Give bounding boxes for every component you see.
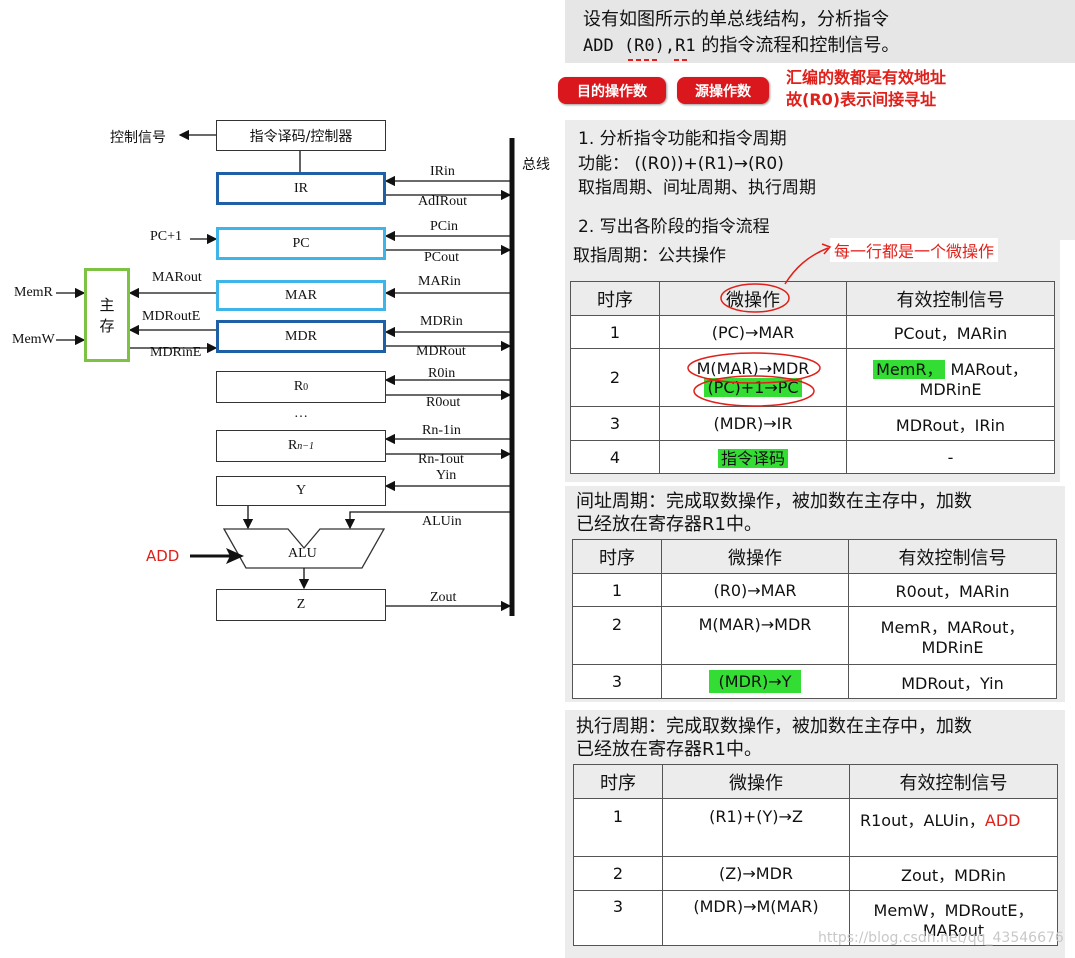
col-header-seq: 时序 <box>572 539 662 574</box>
register-y: Y <box>216 476 386 506</box>
table-row: 1 (PC)→MAR PCout，MARin <box>570 315 1055 349</box>
signal-rn-1in: Rn-1in <box>422 423 461 438</box>
alu-label: ALU <box>288 546 317 561</box>
col-header-seq: 时序 <box>573 764 663 799</box>
section2-title: 2. 写出各阶段的指令流程 <box>578 217 770 237</box>
fetch-table: 时序 微操作 有效控制信号 1 (PC)→MAR PCout，MARin 2 M… <box>570 281 1055 474</box>
main-memory-box: 主 存 <box>84 268 130 362</box>
table-row: 2 M(MAR)→MDR (PC)+1→PC MemR， MARout， MDR… <box>570 348 1055 407</box>
signal-mdroute: MDRoutE <box>142 309 201 324</box>
section1-function: 功能： ((R0))+(R1)→(R0) <box>578 154 784 174</box>
memr-label: MemR <box>14 285 53 300</box>
fetch-title: 取指周期：公共操作 <box>573 246 726 266</box>
col-header-seq: 时序 <box>570 281 660 316</box>
section1-cycles: 取指周期、间址周期、执行周期 <box>578 178 816 198</box>
signal-yin: Yin <box>436 468 457 483</box>
annotation-marks <box>687 243 832 407</box>
execute-title-2: 已经放在寄存器R1中。 <box>576 739 762 760</box>
col-header-op: 微操作 <box>659 281 847 316</box>
col-header-sig: 有效控制信号 <box>848 539 1057 574</box>
header-line2: ADD (R0),R1 的指令流程和控制信号。 <box>583 35 900 56</box>
add-signal: ADD <box>984 811 1021 830</box>
bus-label: 总线 <box>522 157 550 173</box>
signal-irin: IRin <box>430 164 455 179</box>
register-mdr: MDR <box>216 320 386 353</box>
execute-title-1: 执行周期：完成取数操作，被加数在主存中，加数 <box>576 716 972 737</box>
table-row: 3 (MDR)→M(MAR) MemW，MDRoutE， MARout <box>573 890 1058 946</box>
signal-mdrine: MDRinE <box>150 345 202 360</box>
single-bus-diagram: 总线 控制信号 指令译码/控制器 IR IRin AdIRout PC+1 PC… <box>0 108 560 648</box>
indirect-table: 时序 微操作 有效控制信号 1 (R0)→MAR R0out，MARin 2 M… <box>572 539 1057 699</box>
signal-pcout: PCout <box>424 250 460 265</box>
signal-aluin: ALUin <box>422 514 462 529</box>
register-z: Z <box>216 589 386 621</box>
highlight: (MDR)→Y <box>708 670 802 693</box>
signal-mdrin: MDRin <box>420 314 463 329</box>
register-mar: MAR <box>216 280 386 311</box>
instruction-text: ADD (R0),R1 <box>583 36 696 56</box>
col-header-op: 微操作 <box>662 764 850 799</box>
table-row: 3 (MDR)→Y MDRout，Yin <box>572 664 1057 699</box>
control-signal-label: 控制信号 <box>110 130 166 146</box>
indirect-title-2: 已经放在寄存器R1中。 <box>576 514 762 535</box>
decoder-controller-box: 指令译码/控制器 <box>216 120 386 151</box>
highlight: 指令译码 <box>717 449 788 468</box>
annotation-label: 每一行都是一个微操作 <box>830 238 999 262</box>
table-row: 2 M(MAR)→MDR MemR，MARout， MDRinE <box>572 606 1057 665</box>
table-row: 3 (MDR)→IR MDRout，IRin <box>570 406 1055 441</box>
table-row: 1 (R1)+(Y)→Z R1out，ALUin，ADD <box>573 798 1058 857</box>
diagram-wires <box>56 129 515 616</box>
execute-table: 时序 微操作 有效控制信号 1 (R1)+(Y)→Z R1out，ALUin，A… <box>573 764 1058 946</box>
signal-zout: Zout <box>430 590 457 605</box>
signal-r0out: R0out <box>426 395 461 410</box>
register-ir: IR <box>216 172 386 205</box>
watermark: https://blog.csdn.net/qq_43546676 <box>818 930 1064 946</box>
table-row: 4 指令译码 - <box>570 440 1055 474</box>
signal-pcin: PCin <box>430 219 459 234</box>
highlight: MemR， <box>873 360 946 379</box>
signal-marin: MARin <box>418 274 461 289</box>
table-row: 1 (R0)→MAR R0out，MARin <box>572 573 1057 607</box>
operand-underlines <box>628 59 690 61</box>
pc-plus-one-label: PC+1 <box>150 229 183 244</box>
signal-adirout: AdIRout <box>418 194 467 209</box>
ellipsis: … <box>294 406 308 421</box>
signal-r0in: R0in <box>428 366 456 381</box>
section-panel <box>565 120 1075 240</box>
note-line1: 汇编的数都是有效地址 <box>786 68 947 87</box>
header-panel <box>565 0 1075 63</box>
indirect-title-1: 间址周期：完成取数操作，被加数在主存中，加数 <box>576 491 972 512</box>
header-line1: 设有如图所示的单总线结构，分析指令 <box>583 9 889 30</box>
note-line2: 故(R0)表示间接寻址 <box>786 90 937 109</box>
section1-title: 1. 分析指令功能和指令周期 <box>578 129 787 149</box>
signal-mdrout: MDRout <box>416 344 466 359</box>
badge-destination-operand: 目的操作数 <box>558 77 666 104</box>
col-header-sig: 有效控制信号 <box>849 764 1058 799</box>
register-pc: PC <box>216 227 386 260</box>
col-header-sig: 有效控制信号 <box>846 281 1055 316</box>
badge-source-operand: 源操作数 <box>677 77 769 104</box>
signal-rn-1out: Rn-1out <box>418 452 464 467</box>
signal-marout: MARout <box>152 270 202 285</box>
add-signal-label: ADD <box>146 547 180 565</box>
memw-label: MemW <box>12 332 55 347</box>
table-row: 2 (Z)→MDR Zout，MDRin <box>573 856 1058 891</box>
col-header-op: 微操作 <box>661 539 849 574</box>
